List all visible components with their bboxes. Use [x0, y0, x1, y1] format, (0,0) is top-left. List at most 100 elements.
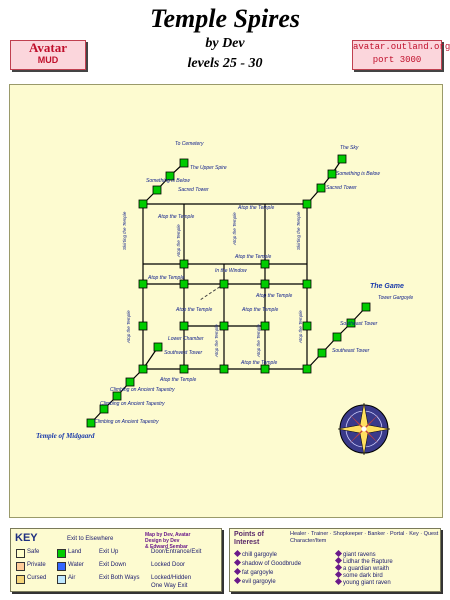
label-atop-v3: Atop the Temple [214, 324, 219, 358]
label-sacred-tower-left: Sacred Tower [178, 187, 209, 193]
room-30[interactable] [99, 404, 109, 414]
author-byline: by Dev [205, 36, 245, 51]
room-2[interactable] [165, 171, 175, 181]
poi-item-7[interactable]: a guardian wraith [334, 563, 389, 572]
poi-title-line-2: Interest [234, 539, 260, 546]
credit-line-2: Design by Dev [145, 538, 180, 544]
legend-trainer: Trainer [311, 531, 329, 537]
points-of-interest-panel: Points of Interest Healer · Trainer · Sh… [229, 528, 441, 592]
room-5[interactable] [327, 169, 337, 179]
room-26[interactable] [346, 318, 356, 328]
diamond-icon [233, 567, 242, 576]
legend-healer: Healer [290, 531, 307, 537]
key-locked-door: Locked Door [151, 562, 186, 568]
label-climbing-1: Climbing on Ancient Tapestry [110, 387, 175, 393]
room-16[interactable] [179, 321, 189, 331]
map-svg: To Cemetery The Sky The Upper Spire Some… [36, 141, 413, 456]
poi-item-5[interactable]: giant ravens [334, 549, 376, 558]
room-24[interactable] [317, 348, 327, 358]
swatch-private [16, 562, 25, 571]
poi-item-4[interactable]: evil gargoyle [233, 576, 276, 585]
room-22[interactable] [260, 364, 270, 374]
swatch-water [57, 562, 66, 571]
room-34[interactable] [302, 321, 312, 331]
poi-item-6[interactable]: Lidhar the Rapture [334, 556, 393, 565]
room-8[interactable] [302, 199, 312, 209]
room-markers [86, 154, 371, 428]
label-the-game: The Game [370, 283, 404, 290]
room-6[interactable] [316, 183, 326, 193]
label-in-window: In the Window [215, 268, 247, 274]
room-9[interactable] [138, 279, 148, 289]
room-21[interactable] [219, 364, 229, 374]
label-the-sky: The Sky [340, 145, 359, 151]
poi-item-2[interactable]: shadow of Goodbrude [233, 558, 302, 567]
credit-line-3: & Edward Sembar [145, 544, 188, 550]
label-atop-v1: Atop the Temple [176, 224, 181, 258]
poi-item-label: some dark bird [343, 573, 383, 579]
diamond-icon [233, 576, 242, 585]
room-27[interactable] [361, 302, 371, 312]
poi-item-3[interactable]: fat gargoyle [233, 567, 273, 576]
key-cursed: Cursed [27, 575, 47, 581]
level-range: levels 25 - 30 [187, 56, 263, 71]
key-safe: Safe [27, 549, 40, 555]
avatar-mud-badge[interactable]: Avatar MUD [10, 40, 86, 70]
key-exit-up: Exit Up [99, 549, 119, 555]
room-10[interactable] [179, 279, 189, 289]
server-address-badge[interactable]: avatar.outland.org port 3000 [352, 40, 450, 70]
label-tower-gargoyle: Tower Gargoyle [378, 295, 413, 301]
poi-item-9[interactable]: young giant raven [334, 577, 391, 586]
room-15[interactable] [260, 259, 270, 269]
label-atop-bottom: Atop the Temple [159, 377, 196, 383]
room-7[interactable] [138, 199, 148, 209]
room-11[interactable] [219, 279, 229, 289]
poi-title: Points of Interest [234, 531, 264, 547]
poi-item-8[interactable]: some dark bird [334, 570, 383, 579]
room-1[interactable] [179, 158, 189, 168]
map-labels: To Cemetery The Sky The Upper Spire Some… [94, 141, 413, 425]
label-atop-c2: Atop the Temple [175, 307, 212, 313]
room-33[interactable] [138, 321, 148, 331]
label-atop-c1: Atop the Temple [234, 254, 271, 260]
room-17[interactable] [219, 321, 229, 331]
map-credit: Map by Dev, Avatar Design by Dev & Edwar… [145, 532, 190, 550]
label-atop-mid-right: Atop the Temple [255, 293, 292, 299]
room-20[interactable] [179, 364, 189, 374]
room-13[interactable] [302, 279, 312, 289]
room-18[interactable] [260, 321, 270, 331]
poi-item-label: giant ravens [343, 552, 376, 558]
label-something-left: Something is Below [146, 178, 190, 184]
room-25[interactable] [332, 332, 342, 342]
poi-item-label: young giant raven [343, 580, 391, 586]
label-lower-chamber: Lower Chamber [168, 336, 204, 342]
label-to-cemetery: To Cemetery [175, 141, 204, 147]
map-area: To Cemetery The Sky The Upper Spire Some… [9, 84, 443, 518]
poi-item-1[interactable]: chill gargoyle [233, 549, 278, 558]
room-23[interactable] [302, 364, 312, 374]
key-exit-both: Exit Both Ways [99, 575, 140, 581]
room-29[interactable] [112, 391, 122, 401]
poi-item-label: Lidhar the Rapture [343, 559, 393, 565]
poi-item-label: chill gargoyle [242, 552, 278, 558]
label-climbing-2: Climbing on Ancient Tapestry [100, 401, 165, 407]
room-28[interactable] [125, 377, 135, 387]
label-atop-c3: Atop the Temple [241, 307, 278, 313]
poi-item-label: shadow of Goodbrude [242, 561, 302, 567]
server-host: avatar.outland.org [353, 42, 450, 52]
room-3[interactable] [152, 185, 162, 195]
room-12[interactable] [260, 279, 270, 289]
room-32[interactable] [153, 342, 163, 352]
diamond-icon [233, 549, 242, 558]
legend-shopkeeper: Shopkeeper [333, 531, 363, 537]
key-exit-elsewhere: Exit to Elsewhere [67, 536, 114, 542]
room-19[interactable] [138, 364, 148, 374]
key-private: Private [27, 562, 46, 568]
key-title: KEY [15, 532, 38, 544]
room-31[interactable] [86, 418, 96, 428]
room-4[interactable] [337, 154, 347, 164]
label-atop-mid: Atop the Temple [147, 275, 184, 281]
room-14[interactable] [179, 259, 189, 269]
credit-line-1: Map by Dev, Avatar [145, 532, 191, 538]
legend-quest: Quest Character/Item [290, 531, 439, 544]
